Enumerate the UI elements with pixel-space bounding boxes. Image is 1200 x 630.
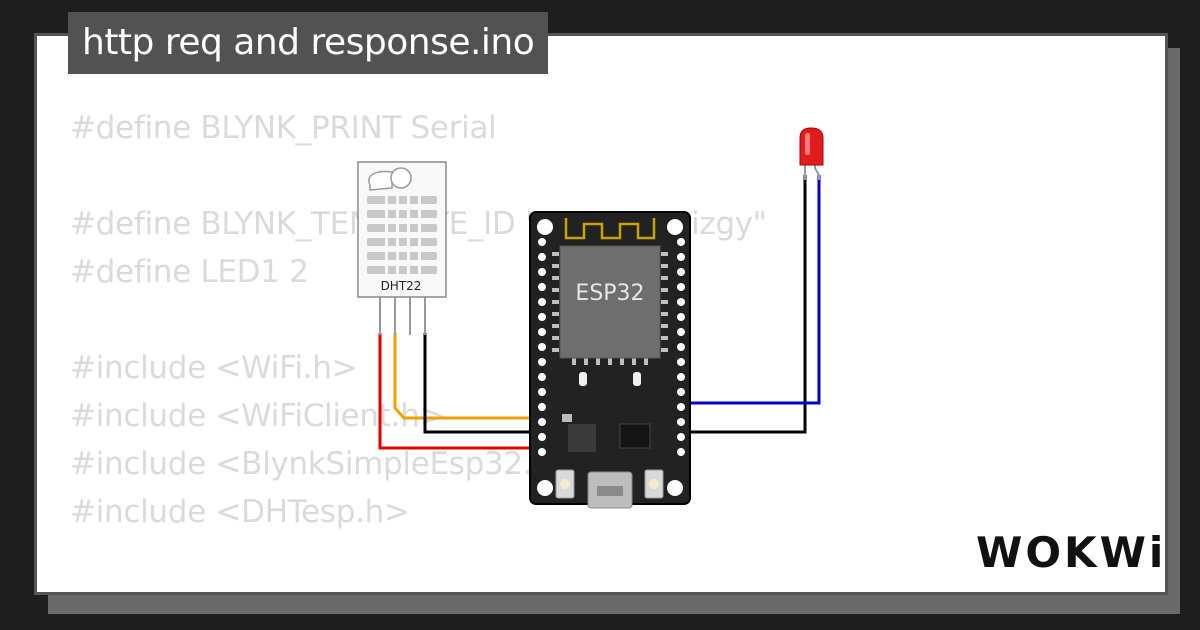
project-title[interactable]: http req and response.ino [68,12,549,74]
code-line: #define BLYNK_PRINT Serial [70,110,497,146]
code-line: #include <DHTesp.h> [70,494,410,530]
led-red [799,127,824,180]
esp32-board: ESP32 [529,211,691,509]
code-line: #define LED1 2 [70,254,309,290]
wokwi-logo[interactable]: WOKWi [976,528,1167,577]
esp32-label: ESP32 [575,281,644,306]
code-line: #include <BlynkSimpleEsp32.h> [70,446,578,482]
wire-blue [680,175,821,405]
dht22-sensor: DHT22 [357,161,447,335]
code-line: #include <WiFiClient.h> [70,398,446,434]
code-line: #include <WiFi.h> [70,350,358,386]
code-line: int PIN_DHT = 15 [70,584,767,592]
dht22-label: DHT22 [381,279,422,293]
